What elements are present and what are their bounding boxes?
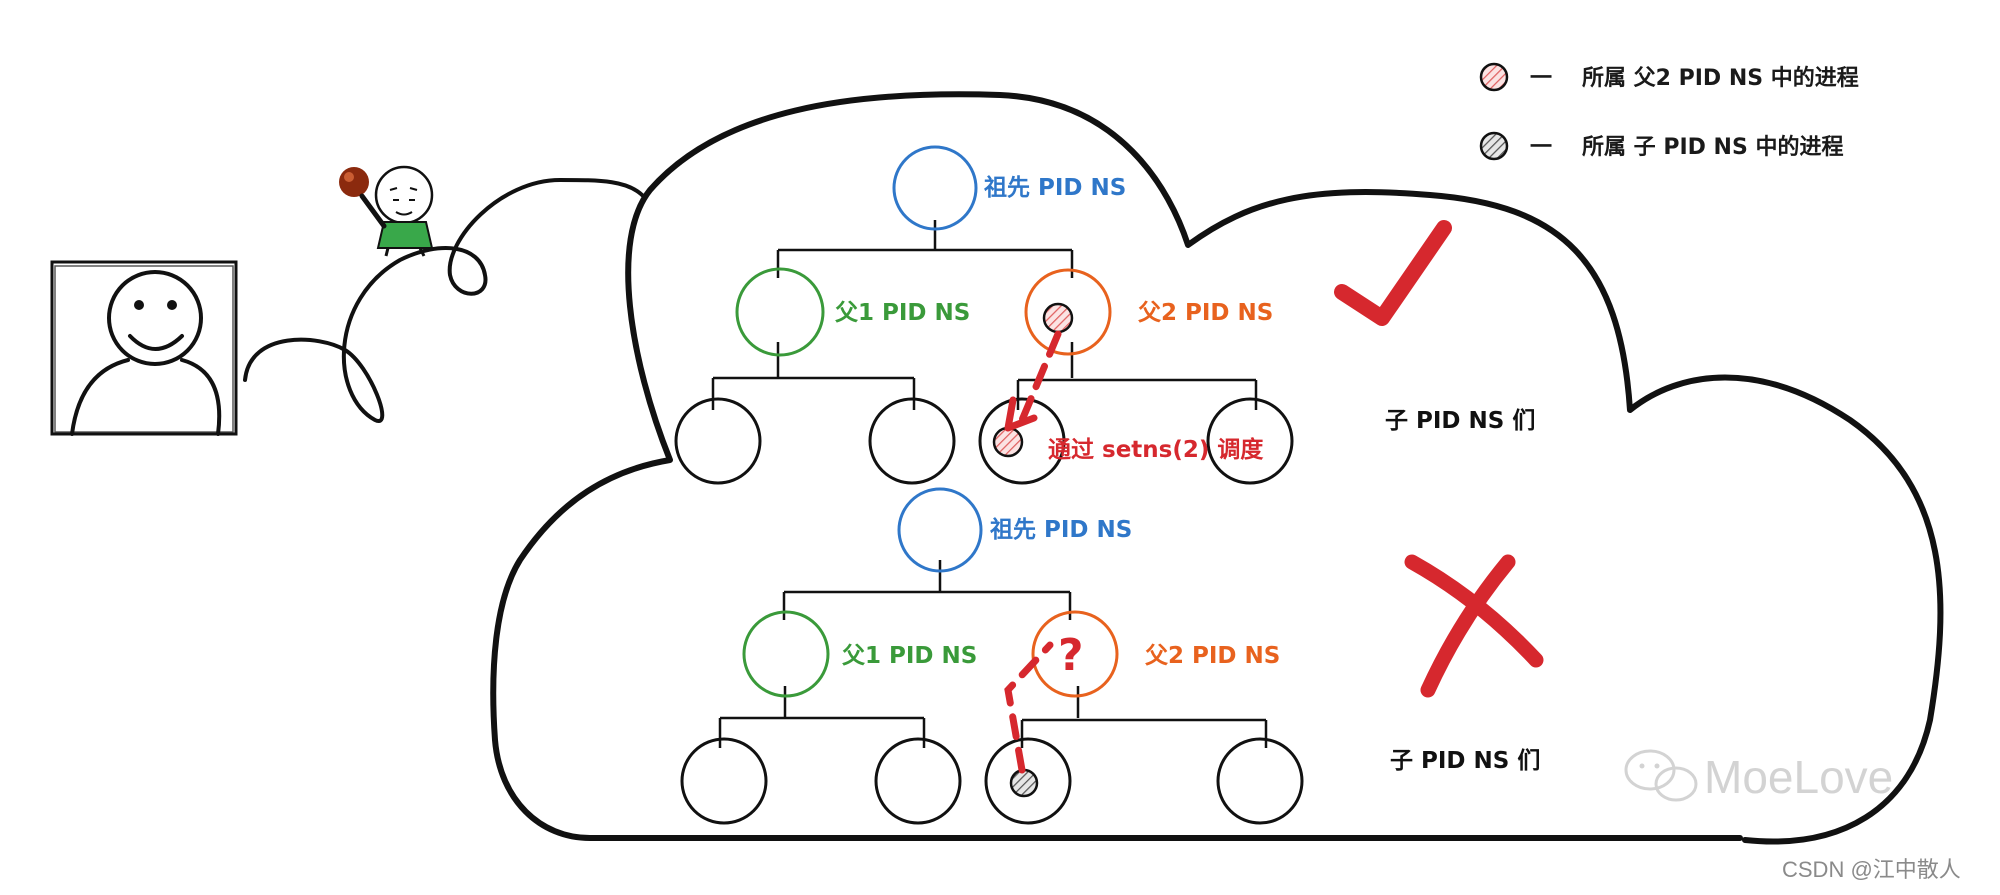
screen-frame	[50, 260, 238, 436]
cross-icon	[1404, 554, 1544, 698]
bottom-child-process-icon	[1009, 768, 1039, 798]
legend-dash-1: 一	[1530, 66, 1552, 91]
connection-cable	[243, 177, 647, 424]
top-ancestor-node	[892, 145, 978, 231]
top-parent1-label: 父1 PID NS	[835, 300, 970, 326]
wechat-icon	[1624, 749, 1698, 802]
setns-label: 通过 setns(2) 调度	[1048, 436, 1264, 463]
watermark-text: MoeLove	[1704, 751, 1893, 803]
legend-text-2: 所属 子 PID NS 中的进程	[1582, 134, 1843, 160]
top-parent2-label: 父2 PID NS	[1138, 300, 1273, 326]
user-figure	[50, 260, 238, 436]
bottom-child-node-4	[1216, 737, 1304, 825]
top-children-label: 子 PID NS 们	[1385, 407, 1535, 434]
bottom-parent1-label: 父1 PID NS	[842, 643, 977, 669]
bottom-child-node-3	[984, 737, 1072, 825]
legend-dash-2: 一	[1530, 135, 1552, 160]
legend: 一 所属 父2 PID NS 中的进程 一 所属 子 PID NS 中的进程	[1479, 62, 1859, 161]
check-icon	[1334, 220, 1452, 326]
top-parent2-node	[1024, 268, 1112, 356]
red-hatched-circle-icon	[1479, 62, 1509, 92]
cartoon-character-icon	[339, 165, 434, 257]
cloud-outline	[490, 91, 1944, 845]
bottom-child-node-2	[874, 737, 962, 825]
top-parent1-node	[735, 267, 825, 357]
bottom-ancestor-node	[897, 487, 983, 573]
bottom-parent1-node	[742, 610, 830, 698]
legend-text-1: 所属 父2 PID NS 中的进程	[1582, 65, 1859, 91]
top-parent2-process-icon	[1042, 302, 1074, 334]
watermark: MoeLove	[1624, 749, 1893, 803]
gray-hatched-circle-icon	[1479, 131, 1509, 161]
bottom-children-label: 子 PID NS 们	[1390, 747, 1540, 774]
bottom-tree: 祖先 PID NS 父1 PID NS 父2 PID NS ? 子 PID NS…	[680, 487, 1544, 825]
question-mark: ?	[1058, 630, 1084, 681]
top-child-node-1	[674, 397, 762, 485]
bottom-parent2-node	[1031, 610, 1119, 698]
top-child-node-3	[978, 397, 1066, 485]
top-tree: 祖先 PID NS 父1 PID NS 父2 PID NS 通过 setns(2…	[674, 145, 1535, 485]
user-body	[70, 358, 222, 436]
bottom-ancestor-label: 祖先 PID NS	[990, 517, 1132, 543]
failed-setns-path	[1004, 641, 1054, 774]
top-child-node-4	[1206, 397, 1294, 485]
bottom-child-node-1	[680, 737, 768, 825]
credit-text: CSDN @江中散人	[1782, 857, 1961, 882]
setns-arrow	[1016, 330, 1062, 429]
top-child-process-icon	[992, 426, 1024, 458]
top-child-node-2	[868, 397, 956, 485]
bottom-parent2-label: 父2 PID NS	[1145, 643, 1280, 669]
top-ancestor-label: 祖先 PID NS	[984, 175, 1126, 201]
